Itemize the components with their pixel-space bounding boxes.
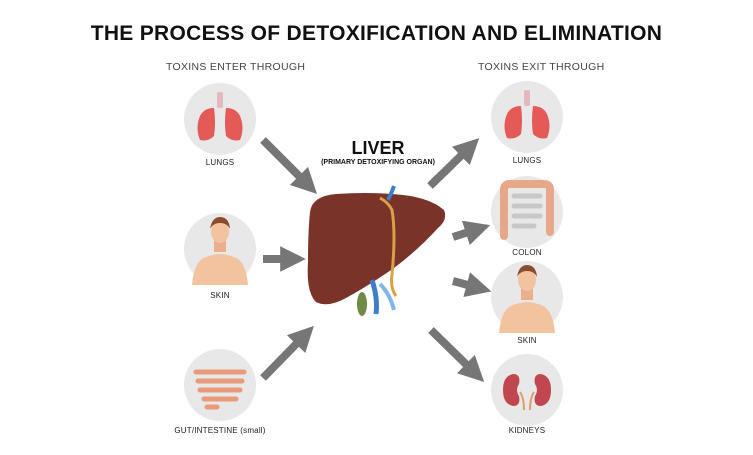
colon-icon xyxy=(500,180,554,240)
input-label-gut: GUT/INTESTINE (small) xyxy=(174,426,266,435)
arrow-lungs-to-liver xyxy=(260,137,318,195)
arrow-liver-to-skin xyxy=(451,272,492,298)
output-kidneys-circle xyxy=(491,354,563,426)
arrow-liver-to-lungs xyxy=(427,138,480,189)
page-title: THE PROCESS OF DETOXIFICATION AND ELIMIN… xyxy=(90,22,663,45)
intestine-icon xyxy=(193,369,247,410)
liver-label: LIVER xyxy=(351,138,405,158)
arrows xyxy=(260,137,492,382)
output-label-colon: COLON xyxy=(512,248,542,257)
left-heading: TOXINS ENTER THROUGH xyxy=(166,61,306,73)
right-heading: TOXINS EXIT THROUGH xyxy=(478,61,605,73)
output-label-kidneys: KIDNEYS xyxy=(508,426,546,435)
lungs-icon xyxy=(504,90,550,139)
lungs-icon xyxy=(197,92,243,141)
output-skin-circle xyxy=(491,261,563,333)
input-lungs-circle xyxy=(184,83,256,155)
arrow-liver-to-kidneys xyxy=(428,327,485,382)
skin-icon xyxy=(499,265,555,333)
arrow-liver-to-colon xyxy=(451,220,491,246)
kidneys-icon xyxy=(503,374,551,411)
output-lungs-circle xyxy=(491,81,563,153)
input-label-lungs: LUNGS xyxy=(205,158,235,167)
liver-illustration xyxy=(307,185,446,316)
output-label-skin: SKIN xyxy=(517,336,537,345)
input-gut-circle xyxy=(184,349,256,421)
output-colon-circle xyxy=(491,176,563,248)
input-skin-circle xyxy=(184,213,256,285)
arrow-gut-to-liver xyxy=(260,325,314,381)
input-label-skin: SKIN xyxy=(210,291,230,300)
skin-icon xyxy=(192,217,248,285)
output-label-lungs: LUNGS xyxy=(512,156,542,165)
liver-sublabel: (PRIMARY DETOXIFYING ORGAN) xyxy=(321,159,435,166)
